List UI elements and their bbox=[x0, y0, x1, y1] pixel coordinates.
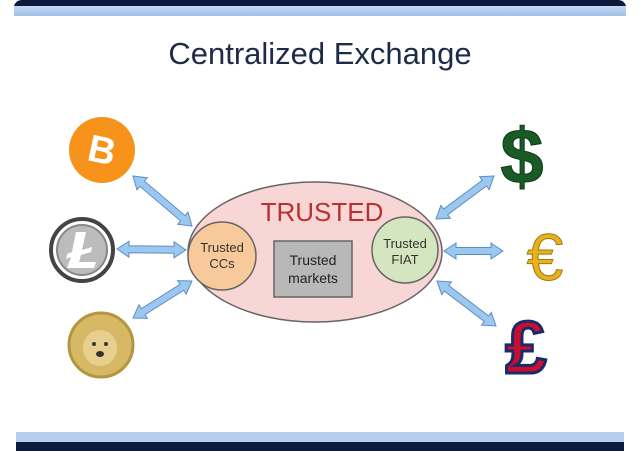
litecoin-icon bbox=[49, 217, 115, 283]
arrows bbox=[116, 175, 504, 327]
svg-text:£: £ bbox=[505, 306, 546, 389]
euro-icon: € bbox=[526, 220, 564, 295]
trusted-label: TRUSTED bbox=[261, 197, 384, 227]
arrow-dogecoin bbox=[132, 280, 193, 319]
dollar-icon: $ bbox=[500, 112, 544, 201]
top-band-light bbox=[14, 6, 626, 16]
svg-text:CCs: CCs bbox=[209, 256, 235, 271]
svg-text:Trusted: Trusted bbox=[200, 240, 244, 255]
arrow-dollar bbox=[435, 175, 495, 220]
bottom-band-light bbox=[16, 432, 624, 442]
svg-text:Trusted: Trusted bbox=[290, 252, 337, 268]
svg-text:FIAT: FIAT bbox=[391, 252, 418, 267]
bitcoin-icon: B bbox=[69, 117, 135, 183]
node-trusted-fiat: Trusted FIAT bbox=[371, 216, 439, 284]
arrow-litecoin bbox=[116, 240, 187, 259]
svg-text:€: € bbox=[527, 220, 564, 294]
top-band-dark bbox=[14, 0, 626, 6]
svg-text:Trusted: Trusted bbox=[383, 236, 427, 251]
bottom-band-dark bbox=[16, 442, 624, 451]
arrow-euro bbox=[443, 242, 504, 260]
arrow-pound bbox=[436, 280, 497, 327]
node-trusted-ccs: Trusted CCs bbox=[187, 221, 257, 291]
svg-text:markets: markets bbox=[288, 270, 338, 286]
dogecoin-icon bbox=[67, 311, 135, 379]
arrow-bitcoin bbox=[132, 175, 193, 227]
node-trusted-markets: Trusted markets bbox=[273, 240, 353, 298]
page-title: Centralized Exchange bbox=[168, 36, 471, 71]
pound-icon: £ bbox=[504, 305, 548, 391]
svg-text:$: $ bbox=[500, 112, 543, 200]
